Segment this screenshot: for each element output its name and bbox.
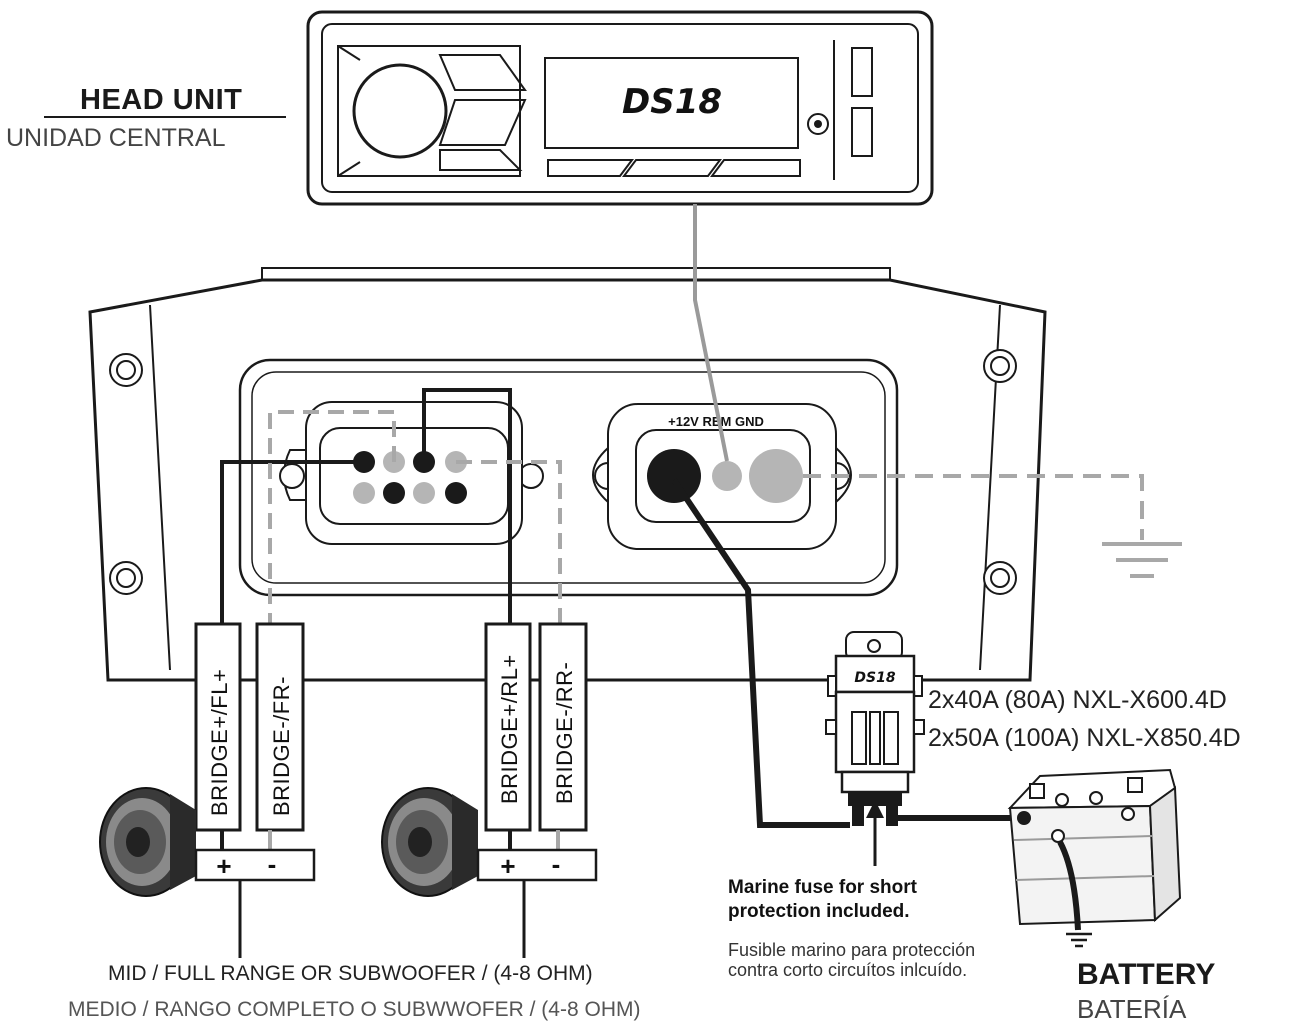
speaker-right-plus: +	[500, 851, 515, 881]
speaker-output-connector	[279, 401, 544, 545]
terminal-fr-label: BRIDGE-/FR-	[269, 676, 294, 816]
speaker-right-icon	[381, 787, 478, 897]
terminal-fl-box: BRIDGE+/FL+	[194, 622, 242, 832]
display-screen	[544, 57, 799, 149]
head-unit-logo: DS18	[622, 82, 722, 122]
fr-negative-wire	[268, 410, 396, 628]
rl-positive-wire	[422, 388, 512, 628]
mount-hole-icon	[109, 353, 143, 387]
power-connector-label: +12V REM GND	[668, 414, 764, 429]
battery-subtitle: BATERÍA	[1077, 994, 1187, 1024]
arrow-up-icon	[866, 800, 884, 818]
fuse-note-en-2: protection included.	[728, 901, 910, 922]
battery-icon	[1007, 768, 1182, 926]
fuse-rating-850: 2x50A (100A) NXL-X850.4D	[928, 724, 1241, 752]
fuse-logo: DS18	[854, 670, 895, 686]
speaker-left-minus: -	[268, 849, 277, 879]
power-connector: +12V REM GND	[592, 403, 852, 550]
remote-wire	[693, 204, 729, 462]
mount-hole-icon	[983, 561, 1017, 595]
speaker-caption-es: MEDIO / RANGO COMPLETO O SUBWWOFER / (4-…	[68, 998, 641, 1021]
speaker-right-terminal-strip	[476, 848, 598, 882]
terminal-rl-label: BRIDGE+/RL+	[497, 654, 522, 804]
speaker-right-minus: -	[552, 849, 561, 879]
usb-port-icon	[851, 107, 873, 157]
terminal-rr-label: BRIDGE-/RR-	[552, 662, 577, 804]
ground-wire	[803, 474, 1144, 540]
fuse-holder-icon: DS18	[825, 631, 925, 826]
head-unit-subtitle: UNIDAD CENTRAL	[6, 124, 226, 152]
speaker-left-terminal-strip	[194, 848, 316, 882]
fuse-note-es-1: Fusible marino para protección	[728, 940, 976, 960]
terminal-fr-box: BRIDGE-/FR-	[255, 622, 305, 832]
speaker-left-icon	[99, 787, 196, 897]
terminal-fl-label: BRIDGE+/FL+	[207, 669, 232, 816]
volume-knob-icon	[352, 63, 448, 159]
terminal-rr-box: BRIDGE-/RR-	[538, 622, 588, 832]
terminal-rl-box: BRIDGE+/RL+	[484, 622, 532, 832]
fl-positive-wire	[220, 460, 364, 628]
fuse-rating-600: 2x40A (80A) NXL-X600.4D	[928, 686, 1227, 714]
battery-title: BATTERY	[1077, 958, 1216, 991]
ground-symbol-icon	[1102, 542, 1182, 578]
rr-negative-wire	[456, 460, 562, 628]
power-wire	[671, 478, 850, 828]
mount-hole-icon	[983, 349, 1017, 383]
battery-ground-wire	[1057, 840, 1081, 931]
speaker-caption: MID / FULL RANGE OR SUBWOOFER / (4-8 OHM…	[108, 962, 593, 985]
usb-port-icon	[851, 47, 873, 97]
head-unit: DS18	[306, 10, 934, 206]
fuse-note-en-1: Marine fuse for short	[728, 877, 917, 898]
battery-ground-symbol-icon	[1066, 932, 1092, 948]
speaker-left-plus: +	[216, 851, 231, 881]
mount-hole-icon	[109, 561, 143, 595]
fuse-note-es-2: contra corto circuítos inlcuído.	[728, 960, 968, 980]
head-unit-title: HEAD UNIT	[80, 84, 243, 116]
